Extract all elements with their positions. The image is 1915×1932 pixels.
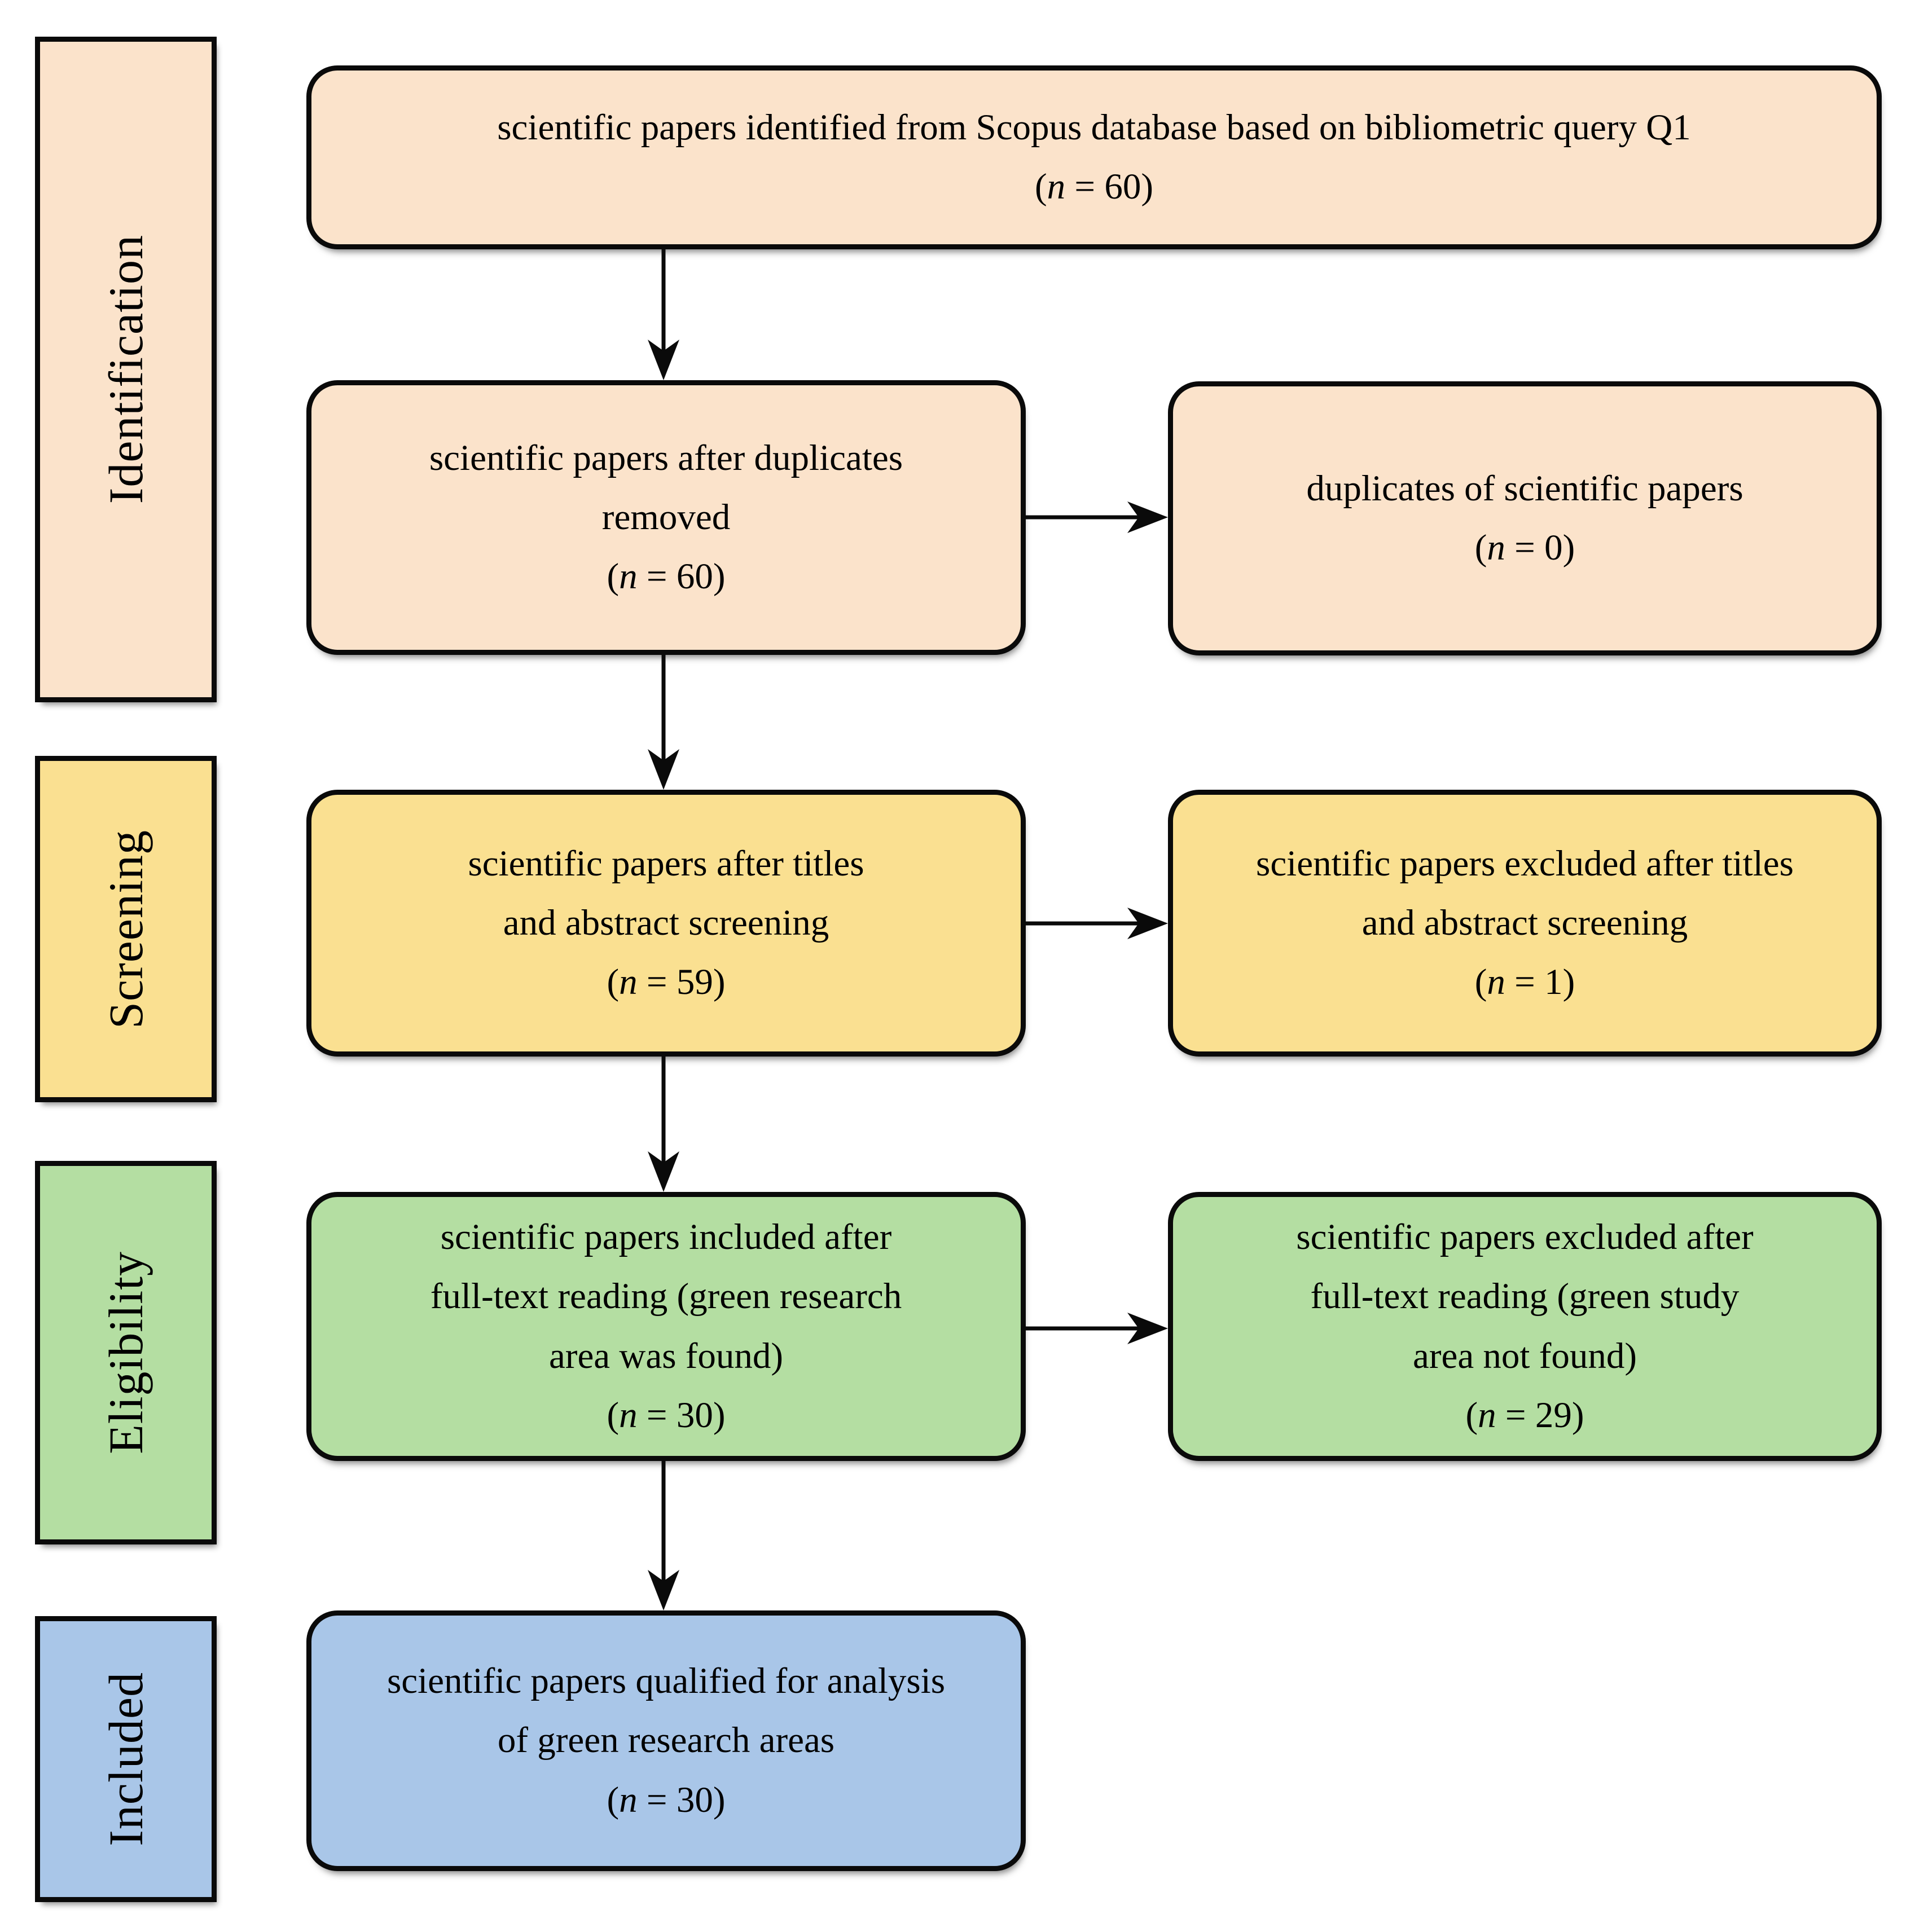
box-count: (n = 30) [607,1394,726,1436]
box-count: (n = 59) [607,962,726,1003]
box-text-line: scientific papers excluded after titles [1256,843,1794,884]
box-excluded-title-abstract-screening: scientific papers excluded after titles … [1168,790,1882,1057]
box-duplicates-of-papers: duplicates of scientific papers (n = 0) [1168,381,1882,655]
stage-label-identification: Identification [99,235,153,504]
box-count: (n = 60) [607,556,726,597]
box-text-line: scientific papers after titles [468,843,864,884]
box-text-line: scientific papers after duplicates [429,437,903,478]
arrow-fulltext-to-excluded-icon [1026,1310,1168,1346]
stage-label-included: Included [99,1672,153,1846]
stage-box-screening: Screening [35,756,217,1102]
box-included-after-fulltext: scientific papers included after full-te… [306,1192,1026,1461]
box-text-line: duplicates of scientific papers [1306,468,1743,509]
stage-box-identification: Identification [35,37,217,702]
box-text-line: removed [601,496,731,538]
box-text-line: scientific papers included after [440,1216,892,1257]
box-text-line: and abstract screening [1361,902,1688,943]
arrow-identified-to-deduplicated-icon [645,249,682,380]
box-identified-papers: scientific papers identified from Scopus… [306,65,1882,249]
box-count: (n = 1) [1474,962,1575,1003]
box-count: (n = 30) [607,1779,726,1820]
arrow-eligibility-to-included-icon [645,1461,682,1610]
box-text-line: scientific papers excluded after [1296,1216,1754,1257]
box-count: (n = 0) [1474,527,1575,568]
stage-label-screening: Screening [99,829,153,1029]
box-text-line: scientific papers qualified for analysis [386,1661,946,1702]
box-after-title-abstract-screening: scientific papers after titles and abstr… [306,790,1026,1057]
box-count: (n = 60) [1035,166,1153,207]
box-text-line: full-text reading (green study [1310,1276,1740,1317]
box-qualified-for-analysis: scientific papers qualified for analysis… [306,1610,1026,1871]
box-text-line: and abstract screening [503,902,829,943]
box-excluded-after-fulltext: scientific papers excluded after full-te… [1168,1192,1882,1461]
arrow-screened-to-excluded-icon [1026,905,1168,941]
stage-box-included: Included [35,1616,217,1902]
box-count: (n = 29) [1465,1394,1584,1436]
arrow-deduplicated-to-screened-icon [645,655,682,790]
stage-label-eligibility: Eligibility [99,1251,153,1454]
arrow-deduplicated-to-duplicates-icon [1026,499,1168,535]
box-text-line: area not found) [1412,1335,1637,1376]
arrow-screened-to-eligibility-icon [645,1057,682,1192]
box-text-line: area was found) [548,1335,784,1376]
box-text-line: scientific papers identified from Scopus… [497,107,1691,148]
stage-box-eligibility: Eligibility [35,1161,217,1544]
box-text-line: full-text reading (green research [430,1276,902,1317]
box-after-duplicates-removed: scientific papers after duplicates remov… [306,380,1026,655]
box-text-line: of green research areas [497,1720,835,1761]
